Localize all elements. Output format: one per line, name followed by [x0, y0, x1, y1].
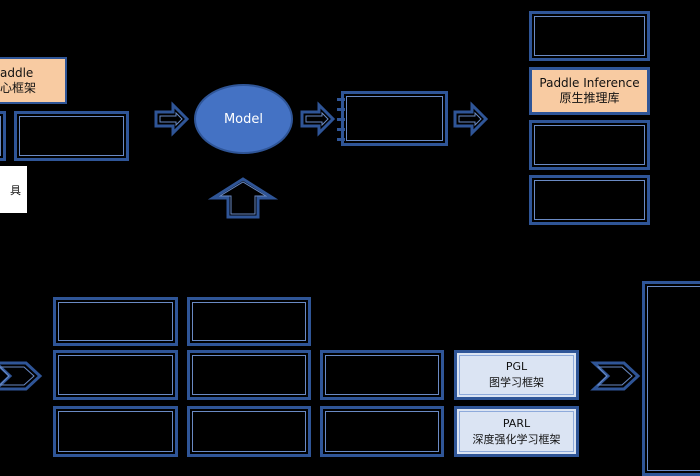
paddle-inference-line1: Paddle Inference: [539, 76, 640, 90]
arrow-right-icon-2: [300, 101, 336, 137]
chevron-right-icon-2: [590, 361, 641, 391]
paddle-core-box: addle 心框架: [0, 57, 67, 104]
grid-box-r3c3: [320, 406, 444, 457]
left-empty-box: [14, 111, 129, 161]
grid-box-r3c1: [53, 406, 178, 457]
tall-right-box: [642, 281, 700, 476]
output-stripe-1: [337, 98, 345, 101]
arrow-right-icon-1: [154, 101, 190, 137]
grid-box-r2c2: [187, 350, 311, 400]
grid-box-r1c2: [187, 297, 311, 346]
output-stripe-3: [337, 118, 345, 121]
tools-box: 具: [0, 166, 27, 213]
pgl-box: PGL 图学习框架: [454, 350, 579, 400]
pgl-line2: 图学习框架: [489, 376, 544, 389]
model-node: Model: [194, 84, 293, 154]
right-box-3: [529, 120, 650, 170]
right-box-1: [529, 11, 650, 61]
output-stripe-4: [337, 128, 345, 131]
arrow-up-icon: [207, 177, 279, 219]
grid-box-r3c2: [187, 406, 311, 457]
right-box-4: [529, 175, 650, 225]
output-stripe-2: [337, 108, 345, 111]
output-stripe-5: [337, 138, 345, 141]
output-box: [341, 91, 448, 146]
arrow-right-icon-3: [453, 101, 489, 137]
pgl-line1: PGL: [505, 360, 528, 373]
tools-label: 具: [10, 183, 21, 197]
grid-box-r2c1: [53, 350, 178, 400]
paddle-core-line2: 心框架: [0, 80, 37, 95]
grid-box-r2c3: [320, 350, 444, 400]
paddle-core-line1: addle: [0, 65, 34, 80]
paddle-inference-line2: 原生推理库: [559, 91, 620, 105]
chevron-right-icon-1: [0, 361, 43, 391]
left-stub-box: [0, 111, 6, 161]
parl-line1: PARL: [502, 416, 531, 430]
paddle-inference-box: Paddle Inference 原生推理库: [529, 67, 650, 115]
parl-line2: 深度强化学习框架: [472, 432, 561, 446]
model-label: Model: [223, 111, 264, 127]
parl-box: PARL 深度强化学习框架: [454, 406, 579, 457]
grid-box-r1c1: [53, 297, 178, 346]
